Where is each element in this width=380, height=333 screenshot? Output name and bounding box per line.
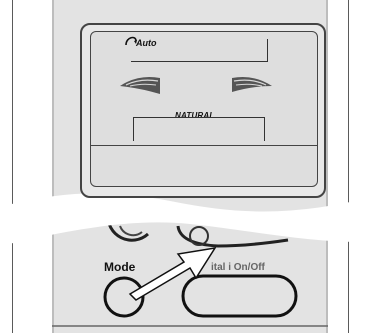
- torn-edge: [0, 190, 380, 260]
- on-off-label: ital i On/Off: [211, 262, 265, 273]
- on-off-button[interactable]: [183, 276, 296, 316]
- fan-right-icon: [230, 72, 274, 96]
- fan-left-icon: [118, 74, 162, 96]
- auto-frame: [131, 39, 268, 62]
- mode-label: Mode: [104, 260, 135, 274]
- lcd-divider: [91, 145, 317, 146]
- natural-frame: [133, 117, 265, 141]
